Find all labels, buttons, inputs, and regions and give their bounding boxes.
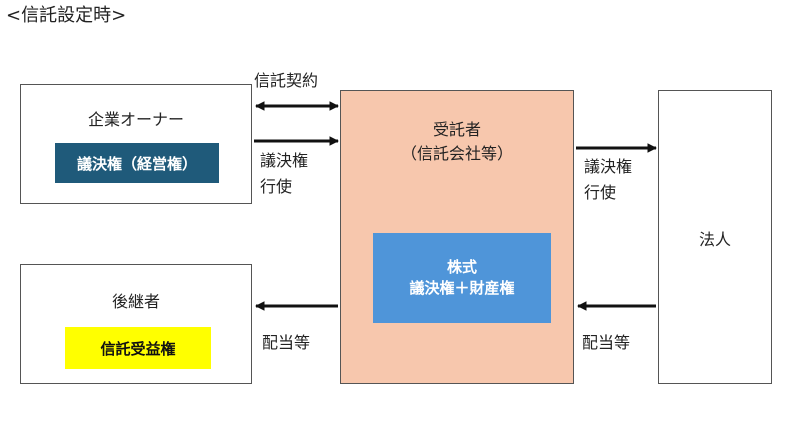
- owner-voting-rights-badge: 議決権（経営権）: [55, 143, 219, 183]
- owner-vote-label-line1: 議決権: [260, 151, 309, 170]
- trustee-badge-line2: 議決権＋財産権: [409, 279, 515, 297]
- owner-box: 企業オーナー 議決権（経営権）: [20, 84, 252, 204]
- successor-label: 後継者: [111, 292, 160, 311]
- owner-badge-text: 議決権（経営権）: [76, 154, 197, 173]
- trustee-box: 受託者 （信託会社等） 株式 議決権＋財産権: [340, 90, 574, 384]
- owner-label: 企業オーナー: [87, 110, 184, 129]
- trustee-vote-label-line1: 議決権: [584, 157, 633, 176]
- corporation-label: 法人: [698, 230, 731, 249]
- page-title: <信託設定時>: [6, 5, 127, 26]
- trustee-stock-badge: 株式 議決権＋財産権: [373, 233, 551, 323]
- trustee-label-line1: 受託者: [432, 120, 481, 139]
- trustee-vote-label-line2: 行使: [584, 183, 617, 202]
- successor-badge-text: 信託受益権: [100, 339, 176, 358]
- dividend-left-label: 配当等: [262, 333, 311, 352]
- trustee-badge-line1: 株式: [446, 258, 477, 276]
- successor-box: 後継者 信託受益権: [20, 264, 252, 384]
- trust-contract-label: 信託契約: [254, 71, 319, 90]
- owner-vote-label-line2: 行使: [260, 177, 293, 196]
- successor-beneficiary-badge: 信託受益権: [65, 327, 211, 369]
- corporation-box: 法人: [658, 90, 772, 384]
- dividend-right-label: 配当等: [582, 333, 631, 352]
- trustee-label-line2: （信託会社等）: [400, 144, 513, 163]
